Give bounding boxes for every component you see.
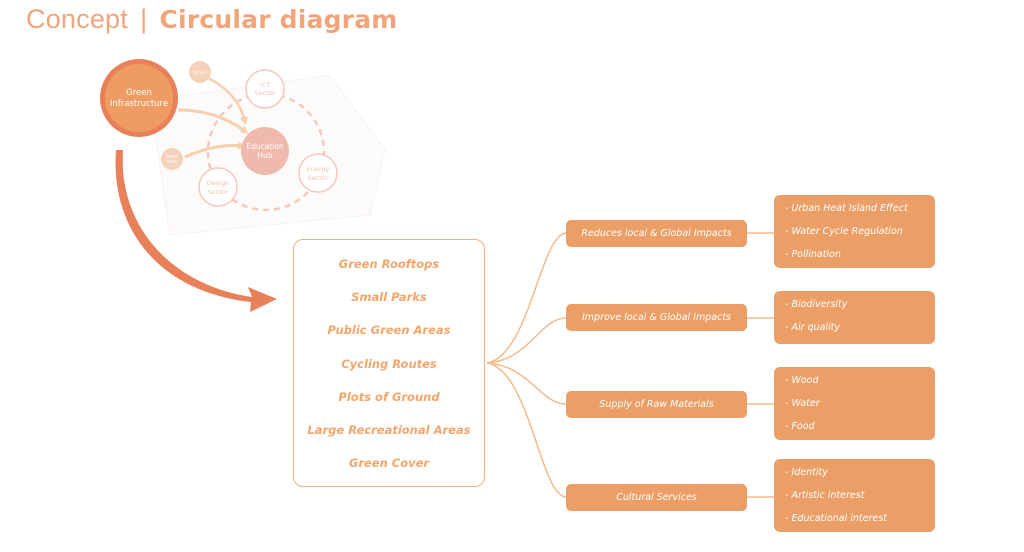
branch-connectors <box>486 232 774 498</box>
school-label: School <box>193 70 206 75</box>
green-infra-label-line1: Green <box>126 88 152 98</box>
category-label: Improve local & Global Impacts <box>581 312 731 323</box>
hub-label-line2: Hub <box>257 151 272 160</box>
detail-item: - Water Cycle Regulation <box>785 226 903 237</box>
category-raw-materials: Supply of Raw Materials <box>566 391 747 418</box>
ict-sector-node: ICT Sector <box>245 69 285 109</box>
green-infrastructure-node: Green Infrastructure <box>100 59 178 137</box>
school-node: School <box>189 61 211 83</box>
element-item: Green Cover <box>348 456 430 470</box>
detail-item: - Educational interest <box>785 513 887 524</box>
waterfront-flow-arrow <box>184 141 246 159</box>
detail-item: - Biodiversity <box>785 299 848 310</box>
category-label: Supply of Raw Materials <box>599 399 714 410</box>
category-cultural-services: Cultural Services <box>566 484 747 511</box>
energy-label-line1: Energy <box>307 165 330 173</box>
details-reduces-impacts: - Urban Heat Island Effect - Water Cycle… <box>774 195 935 268</box>
green-elements-box: Green Rooftops Small Parks Public Green … <box>293 239 485 487</box>
waterfront-label-line1: Water <box>166 154 178 159</box>
green-infra-label-line2: Infrastructure <box>110 99 168 109</box>
page-title: Concept | Circular diagram <box>26 4 398 35</box>
detail-item: - Wood <box>785 375 819 386</box>
ict-label-line1: ICT <box>260 81 270 89</box>
waterfront-node: Water front <box>161 148 183 170</box>
element-item: Plots of Ground <box>338 390 440 404</box>
element-item: Green Rooftops <box>338 257 440 271</box>
detail-item: - Urban Heat Island Effect <box>785 203 908 214</box>
orbit-ring <box>206 92 326 212</box>
detail-item: - Air quality <box>785 322 841 333</box>
big-curved-arrow <box>115 150 277 312</box>
element-item: Large Recreational Areas <box>307 423 471 437</box>
details-improve-impacts: - Biodiversity - Air quality <box>774 291 935 344</box>
branch-connector-4 <box>486 362 567 498</box>
category-label: Reduces local & Global Impacts <box>581 228 732 239</box>
energy-label-line2: Sector <box>308 174 329 182</box>
detail-item: - Artistic interest <box>785 490 865 501</box>
element-item: Small Parks <box>351 290 427 304</box>
design-label-line2: Sector <box>208 188 229 196</box>
details-raw-materials: - Wood - Water - Food <box>774 367 935 440</box>
branch-connector-1 <box>486 232 567 364</box>
branch-connector-2 <box>486 317 567 364</box>
ict-label-line2: Sector <box>255 89 276 97</box>
waterfront-label-line2: front <box>167 159 177 164</box>
title-prefix: Concept <box>26 4 128 34</box>
category-improve-impacts: Improve local & Global Impacts <box>566 304 747 331</box>
hub-label-line1: Education <box>246 142 284 151</box>
detail-item: - Water <box>785 398 820 409</box>
detail-item: - Identity <box>785 467 828 478</box>
detail-item: - Pollination <box>785 249 841 260</box>
title-separator: | <box>140 4 148 34</box>
education-hub-node: Education Hub <box>241 127 289 175</box>
design-sector-node: Design Sector <box>198 167 238 207</box>
title-main: Circular diagram <box>159 5 398 34</box>
green-infra-flow-arrow <box>177 108 249 134</box>
element-item: Public Green Areas <box>327 323 451 337</box>
detail-item: - Food <box>785 421 815 432</box>
element-item: Cycling Routes <box>341 357 437 371</box>
category-label: Cultural Services <box>616 492 697 503</box>
design-label-line1: Design <box>207 179 229 187</box>
branch-connector-3 <box>486 362 567 405</box>
category-reduces-impacts: Reduces local & Global Impacts <box>566 220 747 247</box>
energy-sector-node: Energy Sector <box>298 153 338 193</box>
details-cultural-services: - Identity - Artistic interest - Educati… <box>774 459 935 532</box>
